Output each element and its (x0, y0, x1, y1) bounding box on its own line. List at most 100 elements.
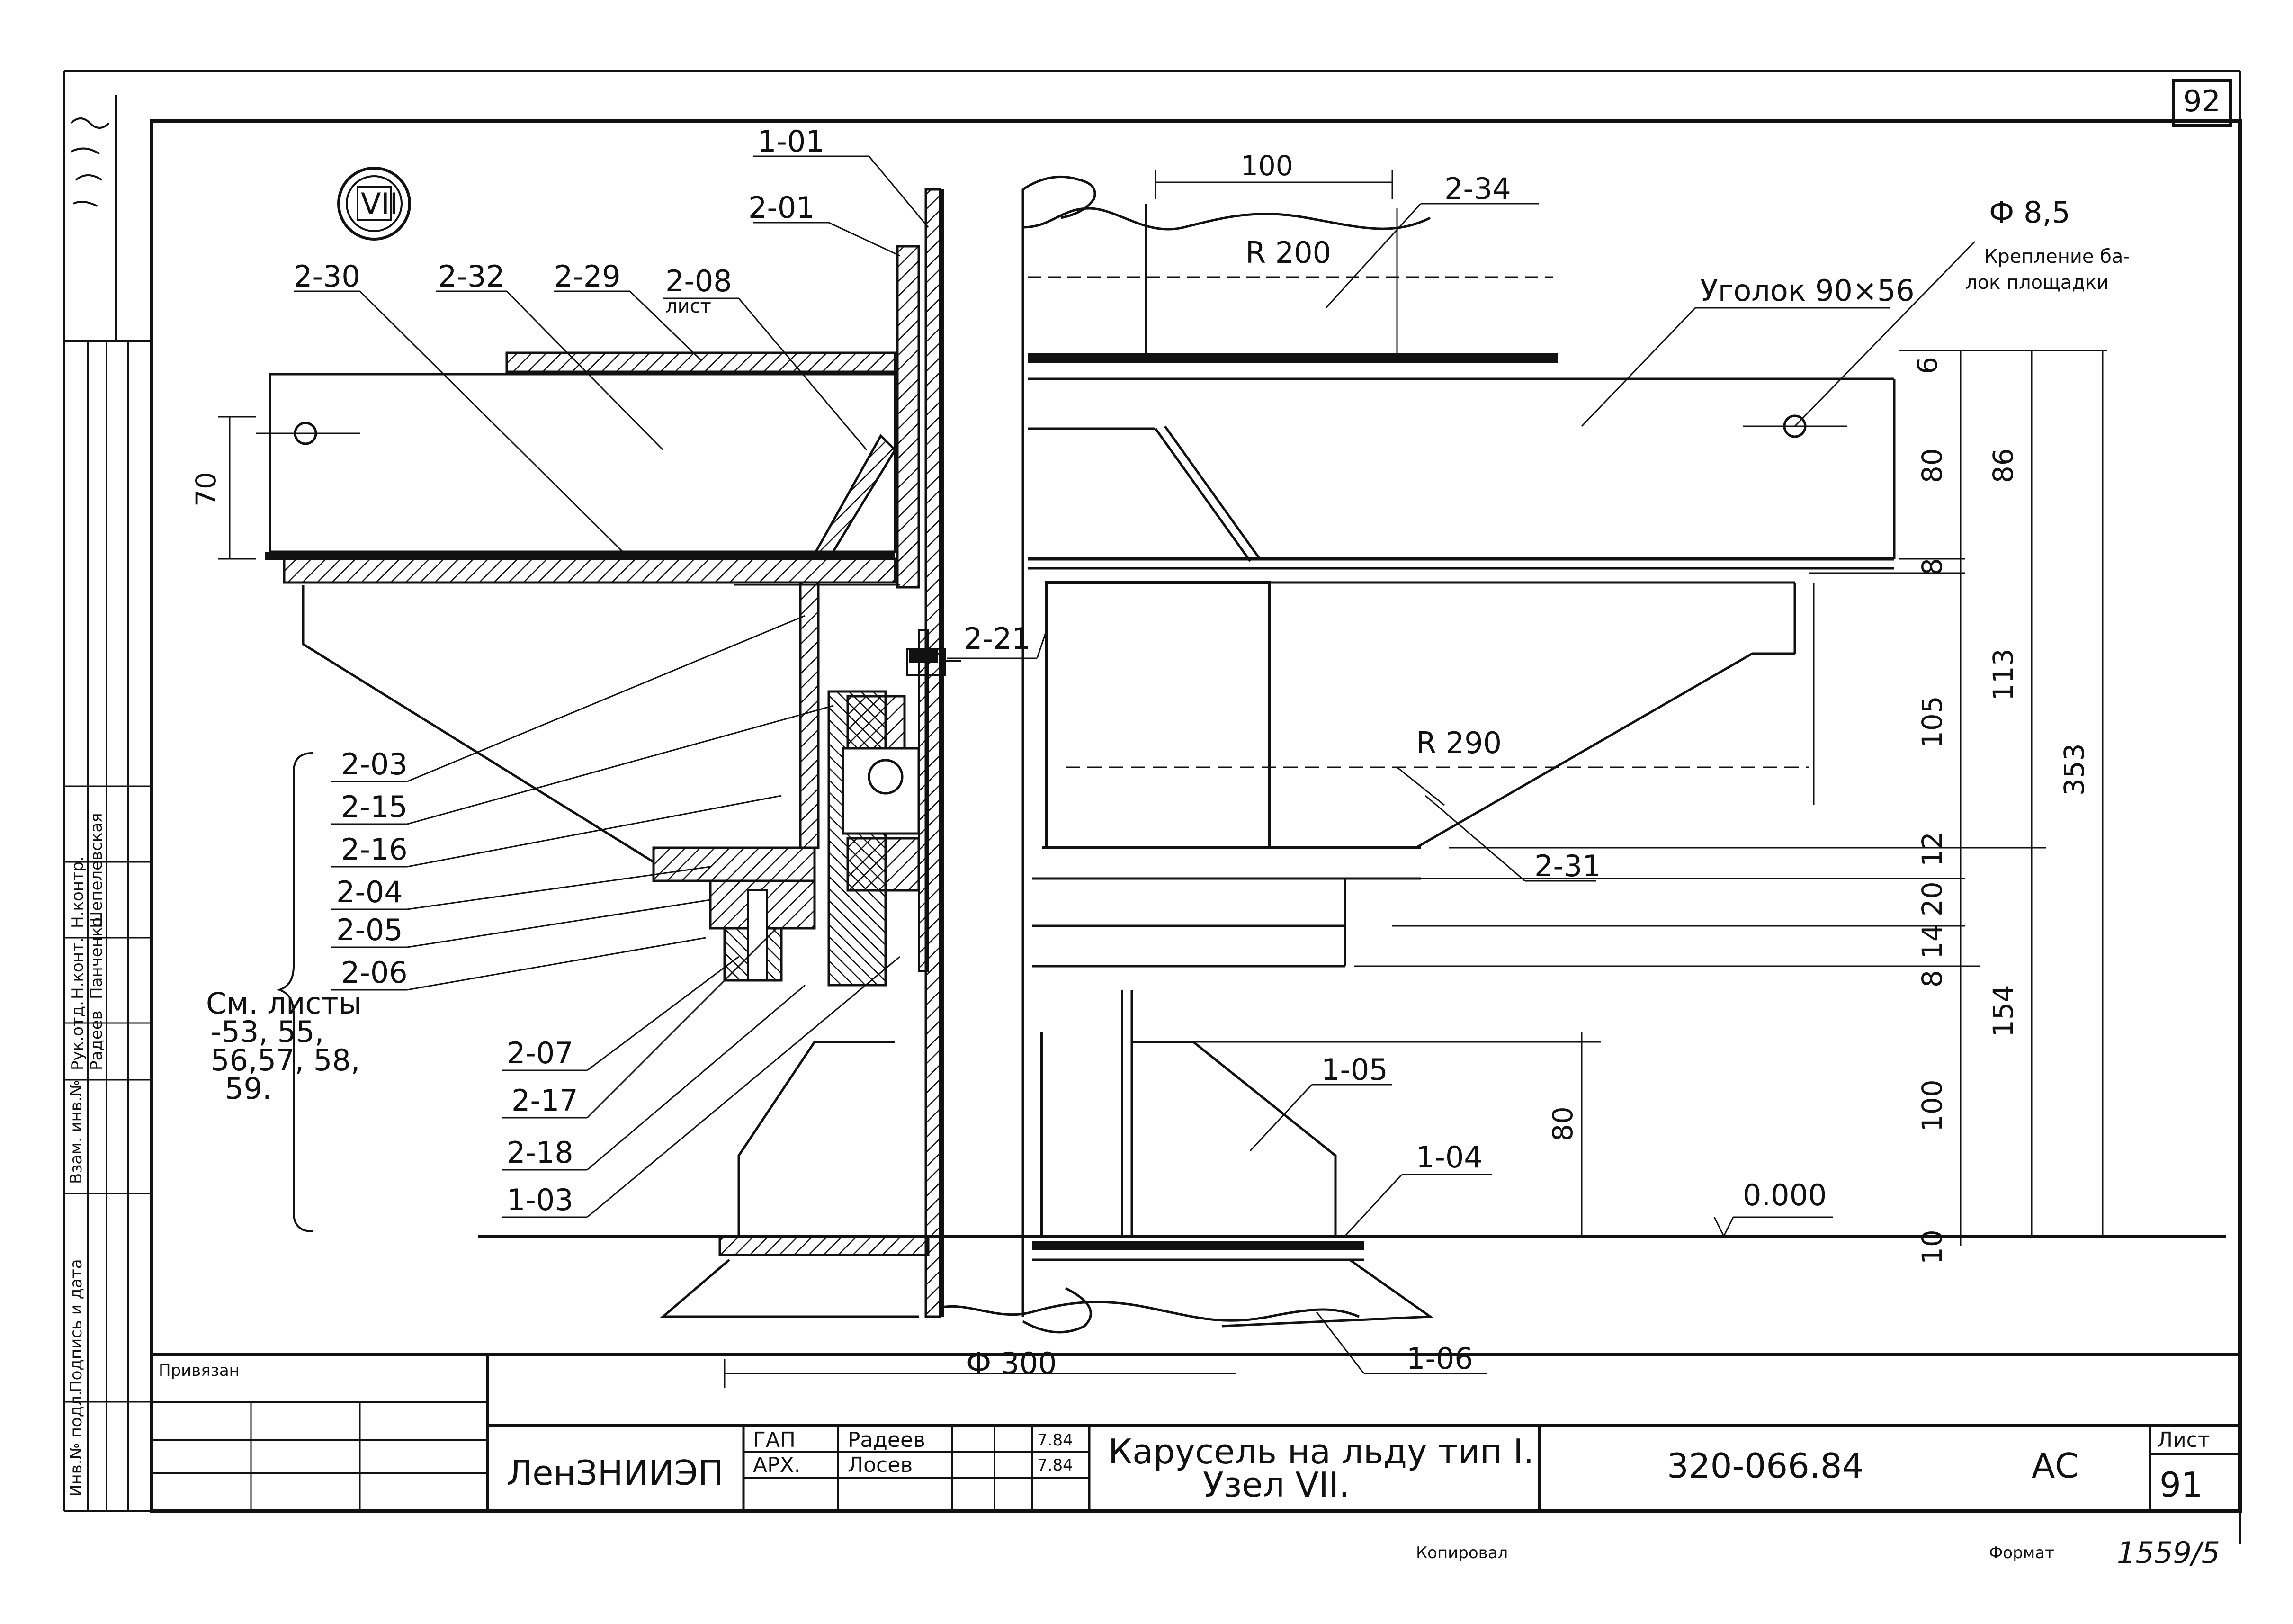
label-2-17: 2-17 (511, 1083, 578, 1118)
dim-154: 154 (1987, 985, 2019, 1037)
label-1-04: 1-04 (1416, 1140, 1483, 1175)
label-2-30: 2-30 (294, 259, 360, 294)
stamp-name-3: Шепелевская (87, 813, 106, 928)
part-labels: 1-01 2-01 2-30 2-32 2-29 2-08 лист 2-34 … (294, 124, 1601, 1376)
stamp-name-1: Радеев (87, 1010, 106, 1070)
label-2-08: 2-08 (665, 264, 732, 298)
label-2-05: 2-05 (336, 913, 403, 947)
label-2-07: 2-07 (507, 1036, 573, 1070)
stamp-role-1: Рук.отд. (68, 1001, 87, 1070)
dim-105: 105 (1916, 696, 1948, 748)
stamp-number: 1559/5 (2117, 1535, 2220, 1570)
label-2-31: 2-31 (1534, 849, 1601, 883)
break-line-bottom (942, 1301, 1360, 1322)
radius-290: R 290 (1416, 726, 1502, 760)
role-2: АРХ. (753, 1453, 801, 1477)
label-1-05: 1-05 (1321, 1052, 1388, 1087)
break-line-top (1022, 207, 1431, 231)
stage: АС (2032, 1446, 2079, 1486)
detail-mark (337, 167, 411, 241)
fastening-line-1: Крепление ба- (1984, 246, 2130, 268)
dim-100-top: 100 (1241, 150, 1293, 182)
dim-8-b: 8 (1916, 970, 1948, 987)
dim-70: 70 (190, 472, 222, 507)
zero-level: 0.000 (1743, 1178, 1827, 1212)
date-2: 7.84 (1037, 1456, 1073, 1475)
title-block (150, 1353, 2242, 1513)
drawing-title-2: Узел VII. (1203, 1465, 1350, 1505)
name-2: Лосев (848, 1453, 913, 1477)
title-block-text: Привязан ЛенЗНИИЭП ГАП Радеев 7.84 АРХ. … (159, 1361, 2210, 1505)
bound-label: Привязан (159, 1361, 240, 1380)
dim-12: 12 (1916, 832, 1948, 867)
dimension-lines (218, 170, 2117, 1388)
label-1-06: 1-06 (1406, 1341, 1473, 1376)
dim-100-mid: 100 (1916, 1079, 1948, 1132)
dim-353: 353 (2058, 743, 2090, 796)
label-2-16: 2-16 (341, 832, 408, 867)
right-beam (1028, 204, 1896, 570)
label-1-01: 1-01 (758, 124, 824, 159)
stamp-col-replace: Взам. инв.№ (67, 1080, 86, 1184)
dim-10: 10 (1916, 1229, 1948, 1265)
label-2-29: 2-29 (554, 259, 621, 294)
stamp-name-2: Панченко (87, 917, 106, 999)
extension-lines (1354, 350, 2107, 967)
stamp-role-3: Н.контр. (68, 856, 87, 928)
label-2-18: 2-18 (507, 1135, 573, 1170)
copied-by-label: Копировал (1416, 1543, 1508, 1562)
label-2-32: 2-32 (438, 259, 505, 294)
dim-113: 113 (1987, 648, 2019, 701)
phi-8-5-label: Ф 8,5 (1989, 195, 2070, 230)
detail-mark-text: VII (361, 187, 398, 221)
see-sheets-note: См. листы -53, 55, 56,57, 58, 59. (206, 986, 362, 1106)
label-2-04: 2-04 (336, 875, 403, 909)
dim-80-b: 80 (1547, 1106, 1579, 1141)
label-1-03: 1-03 (507, 1183, 573, 1217)
label-2-21: 2-21 (964, 621, 1030, 656)
hub-assembly (652, 581, 961, 987)
angle-label: Уголок 90×56 (1700, 273, 1915, 308)
see-sheets-line-4: 59. (225, 1071, 272, 1106)
radius-200: R 200 (1245, 235, 1331, 270)
dimension-values: 100 70 6 80 8 86 105 113 353 12 20 14 8 … (190, 150, 2090, 1265)
see-sheets-line-2: -53, 55, (211, 1014, 324, 1049)
dim-20: 20 (1916, 881, 1948, 916)
label-2-08-sub: лист (665, 296, 711, 317)
stamp-col-sign: Подпись и дата (67, 1259, 86, 1392)
date-1: 7.84 (1037, 1431, 1073, 1450)
sheet-number: 91 (2159, 1465, 2203, 1505)
format-label: Формат (1989, 1543, 2054, 1562)
dim-86: 86 (1987, 448, 2019, 483)
role-1: ГАП (753, 1428, 796, 1452)
diameter-300: Ф 300 (966, 1346, 1057, 1381)
dim-80-a: 80 (1916, 448, 1948, 483)
left-stamp-roles: Рук.отд. Н.конт. Н.контр. Радеев Панченк… (67, 813, 106, 1497)
label-2-34: 2-34 (1444, 171, 1511, 206)
fastening-line-2: лок площадки (1965, 272, 2109, 294)
dim-14: 14 (1916, 924, 1948, 959)
annotations: Ф 8,5 Крепление ба- лок площадки Уголок … (966, 195, 2130, 1381)
left-beam (256, 245, 920, 589)
see-sheets-line-1: См. листы (206, 986, 362, 1021)
dim-8-a: 8 (1916, 558, 1948, 575)
label-2-06: 2-06 (341, 955, 408, 990)
label-2-15: 2-15 (341, 790, 408, 824)
central-pipe (924, 175, 1096, 1334)
see-sheets-bracket (276, 752, 313, 1232)
name-1: Радеев (848, 1428, 925, 1452)
label-2-03: 2-03 (341, 747, 408, 781)
stamp-col-inv: Инв.№ подл. (67, 1391, 86, 1497)
label-2-01: 2-01 (748, 190, 815, 225)
left-stamp-strip (64, 95, 152, 1511)
corner-sheet-number: 92 (2183, 84, 2221, 118)
see-sheets-line-3: 56,57, 58, (211, 1043, 360, 1077)
right-middle-box (1032, 581, 1815, 968)
organization: ЛенЗНИИЭП (507, 1453, 724, 1493)
leader-lines (294, 155, 1976, 1374)
left-funnel (302, 585, 654, 863)
dim-6: 6 (1911, 357, 1944, 374)
drawing-title-1: Карусель на льду тип I. (1108, 1432, 1534, 1471)
